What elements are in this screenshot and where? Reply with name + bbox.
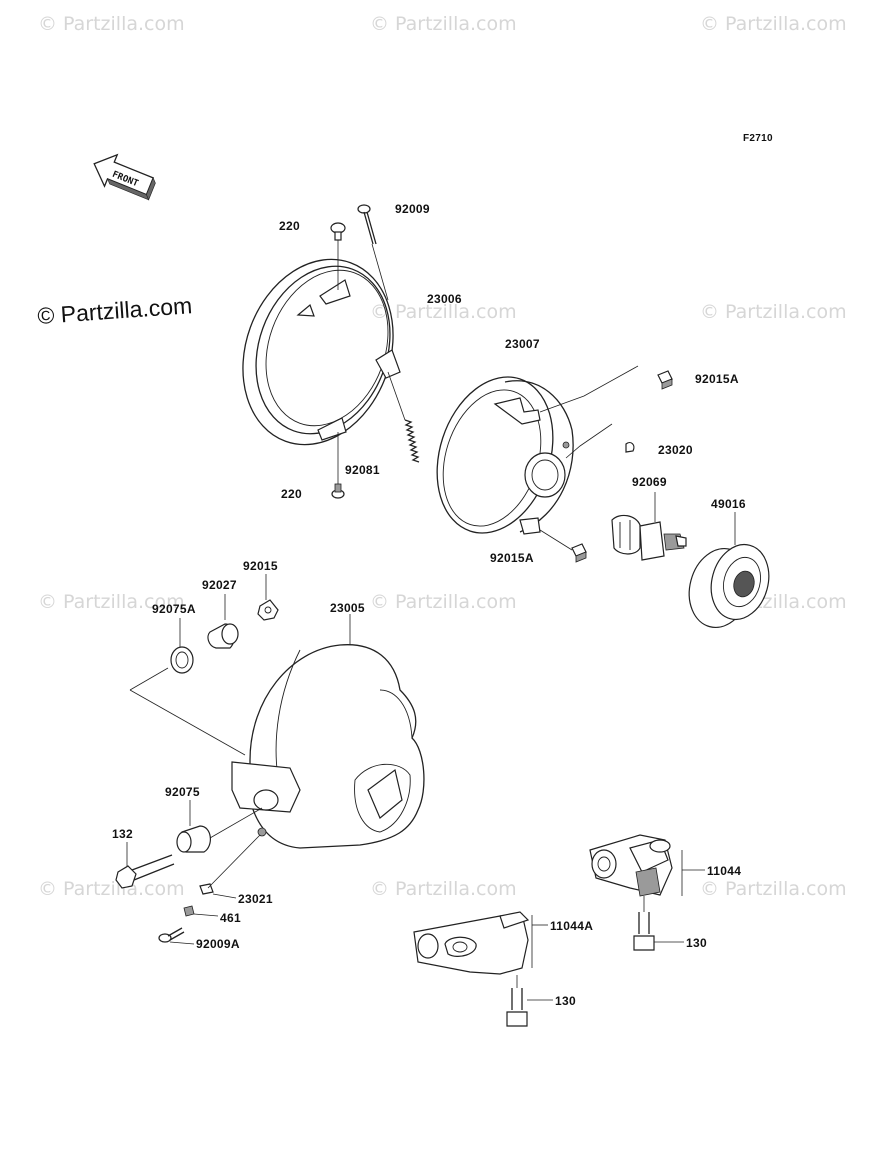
grommets-and-nuts [170, 574, 279, 674]
part-label[interactable]: 92009A [196, 937, 240, 951]
watermark: © Partzilla.com [700, 878, 847, 900]
part-label[interactable]: 92015 [243, 559, 278, 573]
bracket-11044A [413, 911, 553, 1027]
watermark: © Partzilla.com [700, 13, 847, 35]
part-label[interactable]: 23021 [238, 892, 273, 906]
part-label[interactable]: 132 [112, 827, 133, 841]
dust-cover-49016 [688, 512, 770, 629]
bulb-92069 [611, 492, 687, 561]
watermark: © Partzilla.com [38, 878, 185, 900]
part-label[interactable]: 23006 [427, 292, 462, 306]
part-label[interactable]: 92027 [202, 578, 237, 592]
front-arrow-icon: FRONT [93, 153, 156, 201]
part-label[interactable]: 92075 [165, 785, 200, 799]
headlight-housing-23005 [129, 614, 425, 849]
part-labels: 220 92009 23006 92081 220 23007 92015A 2… [112, 202, 746, 1008]
part-label[interactable]: 130 [686, 936, 707, 950]
watermark: © Partzilla.com [38, 591, 185, 613]
part-label[interactable]: 23007 [505, 337, 540, 351]
bracket-11044 [589, 834, 705, 951]
figure-code: F2710 [743, 133, 773, 144]
part-label[interactable]: 23020 [658, 443, 693, 457]
part-label[interactable]: 11044A [550, 919, 593, 933]
part-label[interactable]: 220 [279, 219, 300, 233]
part-label[interactable]: 23005 [330, 601, 365, 615]
part-label[interactable]: 461 [220, 911, 241, 925]
part-label[interactable]: 220 [281, 487, 302, 501]
part-label[interactable]: 92015A [490, 551, 534, 565]
watermarks: © Partzilla.com © Partzilla.com © Partzi… [38, 13, 847, 900]
watermark: © Partzilla.com [700, 301, 847, 323]
part-label[interactable]: 92081 [345, 463, 380, 477]
lower-left-hardware [115, 800, 263, 945]
watermark: © Partzilla.com [370, 13, 517, 35]
watermark: © Partzilla.com [370, 301, 517, 323]
part-label[interactable]: 92009 [395, 202, 430, 216]
watermark: © Partzilla.com [370, 878, 517, 900]
headlight-unit-23007 [436, 365, 673, 563]
part-label[interactable]: 11044 [707, 864, 741, 878]
watermark: © Partzilla.com [38, 13, 185, 35]
watermark: © Partzilla.com [370, 591, 517, 613]
part-label[interactable]: 49016 [711, 497, 746, 511]
part-label[interactable]: 130 [555, 994, 576, 1008]
part-label[interactable]: 92075A [152, 602, 196, 616]
headlight-rim-23006 [242, 204, 420, 499]
part-label[interactable]: 92069 [632, 475, 667, 489]
part-label[interactable]: 92015A [695, 372, 739, 386]
copyright-text: © Partzilla.com [37, 292, 193, 329]
